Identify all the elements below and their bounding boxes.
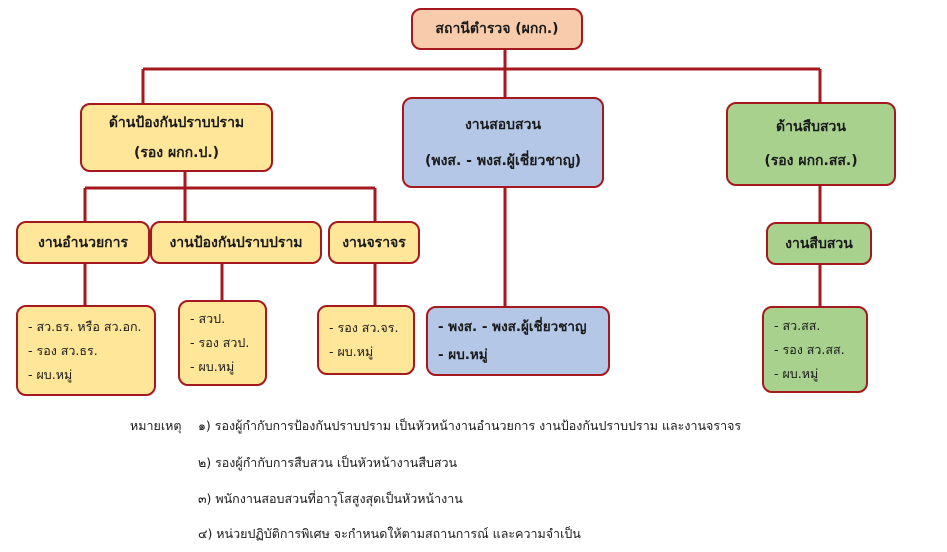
patrol-unit-node: งานป้องกันปราบปราม (150, 221, 322, 264)
staff-item: - รอง สว.สส. (774, 341, 845, 357)
root-label: สถานีตำรวจ (ผกก.) (435, 21, 559, 37)
connector (141, 50, 822, 103)
staff-item: - รอง สว.ธร. (28, 342, 98, 358)
staff-item: - ผบ.หมู่ (28, 366, 73, 382)
root-node: สถานีตำรวจ (ผกก.) (411, 8, 583, 50)
node-title: งานสืบสวน (785, 235, 853, 252)
staff-item: - พงส. - พงส.ผู้เชี่ยวชาญ (438, 319, 587, 335)
staff-item: - สว.ธร. หรือ สว.อก. (28, 318, 142, 334)
prevention-node: ด้านป้องกันปราบปราม (รอง ผกก.ป.) (80, 103, 273, 172)
patrol-staff-node: - สวป. - รอง สวป. - ผบ.หมู่ (178, 300, 267, 386)
staff-item: - สว.สส. (774, 317, 821, 333)
investigation-staff-node: - สว.สส. - รอง สว.สส. - ผบ.หมู่ (762, 306, 868, 393)
staff-item: - ผบ.หมู่ (774, 365, 819, 381)
admin-unit-node: งานอำนวยการ (16, 221, 150, 264)
staff-item: - รอง สว.จร. (329, 320, 399, 335)
node-subtitle: (พงส. - พงส.ผู้เชี่ยวชาญ) (424, 152, 582, 169)
node-title: งานป้องกันปราบปราม (169, 234, 303, 251)
node-title: ด้านป้องกันปราบปราม (108, 114, 245, 131)
staff-item: - สวป. (190, 311, 226, 326)
connector (83, 264, 377, 305)
node-title: งานจราจร (342, 234, 406, 251)
node-title: งานอำนวยการ (37, 234, 129, 251)
note-item: ๒) รองผู้กำกับการสืบสวน เป็นหัวหน้างานสื… (198, 455, 458, 470)
staff-item: - ผบ.หมู่ (438, 347, 488, 363)
node-subtitle: (รอง ผกก.สส.) (764, 153, 858, 169)
note-item: ๔) หน่วยปฏิบัติการพิเศษ จะกำหนดให้ตามสถา… (198, 526, 581, 541)
node-subtitle: (รอง ผกก.ป.) (133, 144, 220, 161)
notes-heading: หมายเหตุ (130, 418, 182, 433)
inquiry-node: งานสอบสวน (พงส. - พงส.ผู้เชี่ยวชาญ) (402, 97, 604, 188)
staff-item: - ผบ.หมู่ (190, 359, 235, 374)
note-item: ๑) รองผู้กำกับการป้องกันปราบปราม เป็นหัว… (198, 418, 742, 433)
traffic-unit-node: งานจราจร (328, 221, 420, 264)
node-title: งานสอบสวน (464, 116, 542, 133)
admin-staff-node: - สว.ธร. หรือ สว.อก. - รอง สว.ธร. - ผบ.ห… (16, 305, 156, 396)
connector (83, 172, 377, 221)
node-title: ด้านสืบสวน (776, 119, 846, 135)
note-item: ๓) พนักงานสอบสวนที่อาวุโสสูงสุดเป็นหัวหน… (198, 491, 463, 506)
traffic-staff-node: - รอง สว.จร. - ผบ.หมู่ (317, 305, 415, 375)
staff-item: - รอง สวป. (190, 335, 250, 350)
investigation-node: ด้านสืบสวน (รอง ผกก.สส.) (726, 102, 896, 186)
inquiry-staff-node: - พงส. - พงส.ผู้เชี่ยวชาญ - ผบ.หมู่ (426, 306, 610, 376)
staff-item: - ผบ.หมู่ (329, 344, 374, 359)
investigation-unit-node: งานสืบสวน (766, 222, 872, 265)
